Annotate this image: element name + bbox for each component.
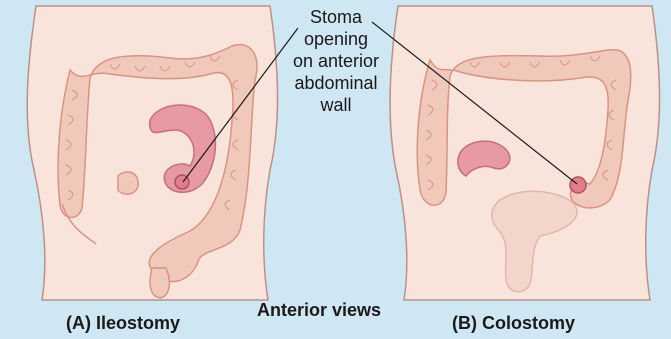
callout-line-1: Stoma — [286, 6, 386, 28]
callout-line-3: on anterior — [286, 50, 386, 72]
caption-colostomy: (B) Colostomy — [452, 313, 575, 334]
caption-ileostomy: (A) Ileostomy — [66, 313, 180, 334]
caption-anterior-views: Anterior views — [257, 300, 381, 321]
callout-line-5: wall — [286, 94, 386, 116]
callout-line-2: opening — [286, 28, 386, 50]
left-ileum-stub — [118, 172, 138, 194]
stoma-callout: Stoma opening on anterior abdominal wall — [286, 6, 386, 116]
callout-line-4: abdominal — [286, 72, 386, 94]
right-stoma — [570, 177, 586, 193]
